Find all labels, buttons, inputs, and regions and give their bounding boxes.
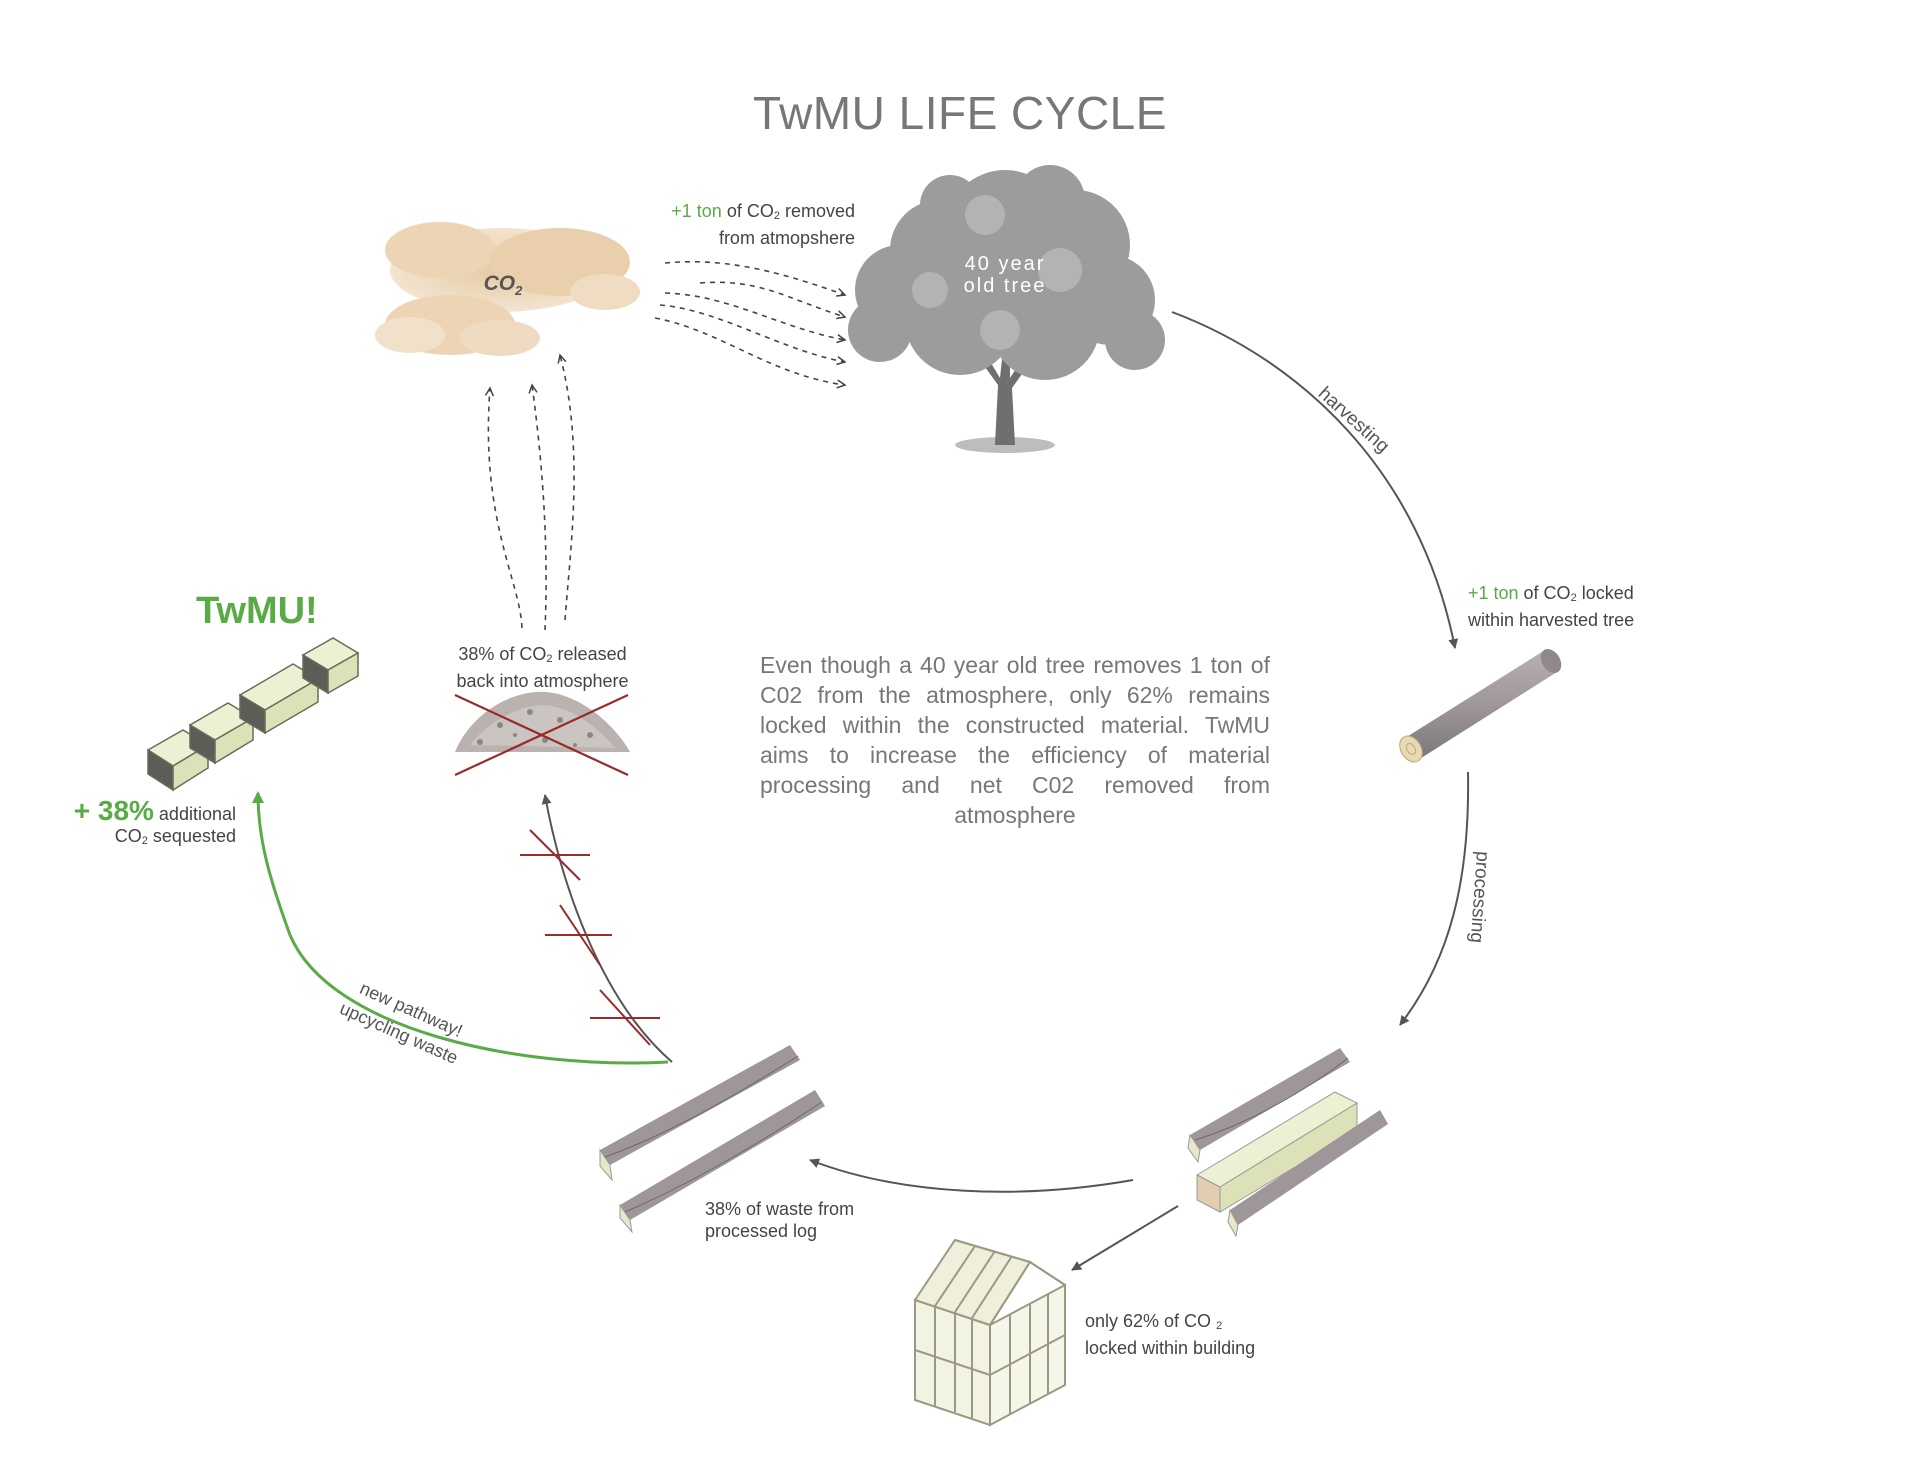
co2-released-label: 38% of CO2 released back into atmosphere <box>456 644 629 691</box>
co2-release-flow <box>488 355 575 631</box>
timber-building-icon <box>913 1238 1066 1427</box>
processed-log-icon <box>1187 1048 1388 1238</box>
co2-locked-label: +1 ton of CO2 locked within harvested tr… <box>1468 583 1635 630</box>
twmu-heading: TwMU! <box>196 590 318 632</box>
processing-arrow <box>1399 771 1470 1026</box>
discarded-waste-path <box>541 794 673 1063</box>
explanation-paragraph: Even though a 40 year old tree removes 1… <box>760 652 1270 828</box>
harvested-log-icon <box>1399 648 1562 763</box>
building-arrow <box>1071 1205 1179 1271</box>
blocked-path-marks <box>520 829 660 1046</box>
waste-arrow <box>809 1158 1134 1193</box>
waste-slabs-icon <box>599 1045 825 1234</box>
twmu-blocks-icon <box>146 637 360 792</box>
tree-label-line2: old tree <box>964 275 1047 297</box>
tree-icon <box>848 165 1165 453</box>
co2-removed-label: +1 ton of CO2 removed from atmopshere <box>671 201 855 248</box>
diagram-title: TwMU LIFE CYCLE <box>753 87 1167 139</box>
co2-cloud-icon <box>375 222 640 356</box>
harvesting-arrow <box>1171 311 1459 649</box>
cloud-label: CO2 <box>484 272 524 298</box>
co2-absorption-flow <box>654 260 845 385</box>
wood-chips-icon <box>455 691 630 752</box>
additional-co2-label: + 38% additional CO2 sequested <box>73 795 236 848</box>
new-pathway-arrow <box>252 791 669 1065</box>
wood-chips-cross <box>454 694 629 776</box>
tree-label-line1: 40 year <box>965 253 1046 275</box>
